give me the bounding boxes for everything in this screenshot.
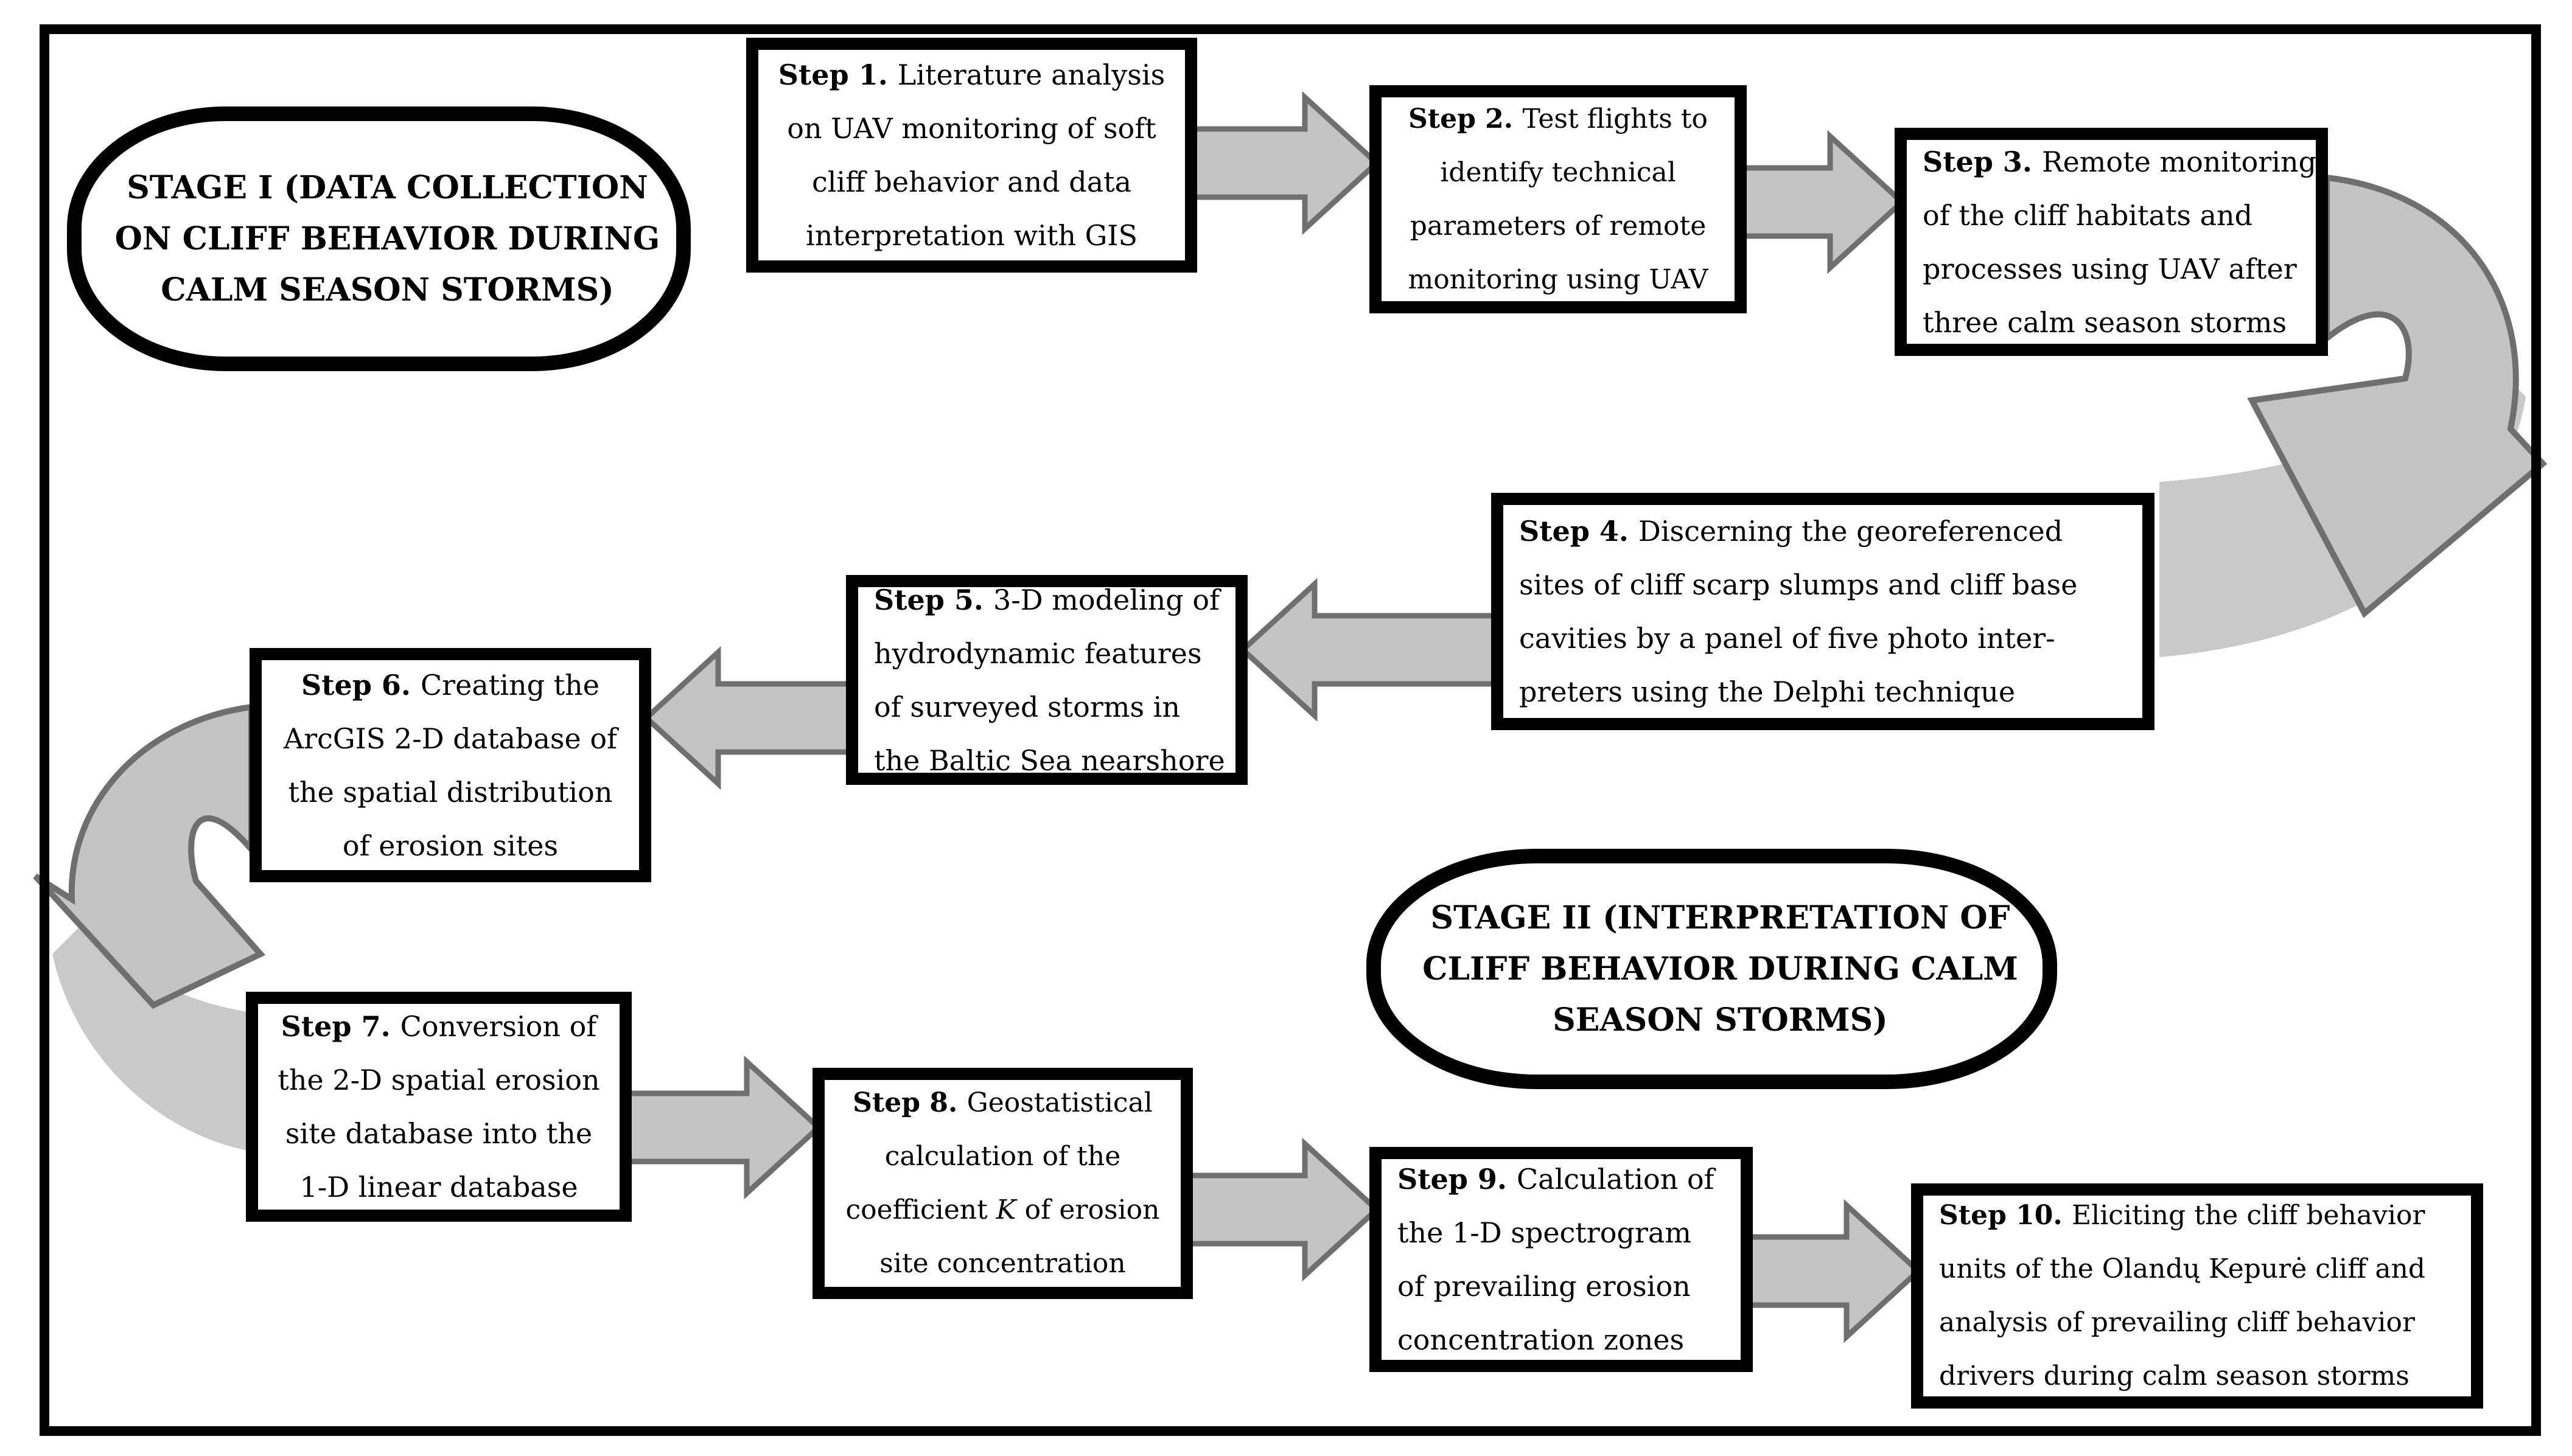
block-arrow-step8-to-step9	[1185, 1137, 1381, 1282]
curved-arrow-step3-to-step4	[2247, 174, 2548, 618]
block-arrow-step7-to-step8	[624, 1055, 823, 1200]
block-arrow-step4-to-step5	[1239, 577, 1499, 722]
block-arrow-step2-to-step3	[1739, 130, 1906, 274]
figure-border	[40, 24, 2541, 1436]
block-arrow-step9-to-step10	[1745, 1199, 1923, 1343]
block-arrow-step1-to-step2	[1189, 91, 1381, 235]
curved-arrow-step6-to-step7	[33, 703, 266, 1009]
curved-arrow-tail-into-step7	[52, 920, 251, 1151]
block-arrow-step5-to-step6	[642, 646, 854, 790]
